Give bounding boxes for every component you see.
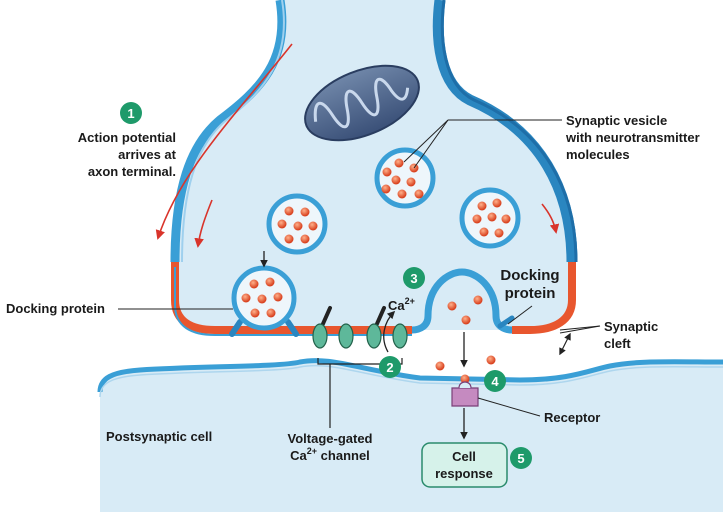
svg-text:axon terminal.: axon terminal. xyxy=(88,164,176,179)
label-calcium: Ca2+ xyxy=(388,296,415,313)
cell-response-box xyxy=(421,442,508,488)
svg-text:1: 1 xyxy=(127,106,134,121)
axon-terminal xyxy=(170,0,578,336)
label-synaptic-vesicle: Synaptic vesicle with neurotransmitter m… xyxy=(565,113,700,162)
receptor-leader xyxy=(477,397,541,417)
svg-text:Docking: Docking xyxy=(500,267,559,284)
vesicle-top xyxy=(374,147,436,209)
svg-text:4: 4 xyxy=(491,374,499,389)
svg-text:cleft: cleft xyxy=(604,336,631,351)
svg-text:Action potential: Action potential xyxy=(78,130,176,145)
svg-text:5: 5 xyxy=(517,451,524,466)
postsynaptic-cell xyxy=(97,358,723,512)
docking-protein-right xyxy=(497,315,515,329)
label-docking-protein-left: Docking protein xyxy=(6,301,105,316)
svg-text:Synaptic vesicle: Synaptic vesicle xyxy=(566,113,667,128)
vesicle-right xyxy=(459,187,521,249)
mitochondrion xyxy=(304,64,420,142)
svg-text:response: response xyxy=(435,466,493,481)
step-badge-3: 3 xyxy=(403,267,425,289)
step-badge-2: 2 xyxy=(379,356,401,378)
label-docking-protein-right: Docking protein xyxy=(500,267,559,302)
svg-text:Ca2+ channel: Ca2+ channel xyxy=(290,446,370,463)
fusing-vesicle xyxy=(411,268,513,334)
label-postsynaptic-cell: Postsynaptic cell xyxy=(106,429,212,444)
receptor xyxy=(451,381,479,407)
svg-text:arrives at: arrives at xyxy=(118,147,176,162)
label-synaptic-cleft: Synaptic cleft xyxy=(604,319,658,351)
label-receptor: Receptor xyxy=(544,410,600,425)
step-badge-4: 4 xyxy=(484,370,506,392)
vesicle-left xyxy=(266,193,328,255)
released-neurotransmitters xyxy=(435,355,496,384)
action-potential-arrow-right xyxy=(541,203,560,234)
label-voltage-gated-channel: Voltage-gated Ca2+ channel xyxy=(288,431,373,463)
label-action-potential: Action potential arrives at axon termina… xyxy=(78,130,177,179)
svg-text:3: 3 xyxy=(410,271,417,286)
docking-protein-leader-right xyxy=(507,305,533,325)
calcium-entry-arrow xyxy=(383,310,396,353)
svg-text:molecules: molecules xyxy=(566,147,630,162)
cleft-width-arrow xyxy=(559,332,571,356)
docked-vesicle xyxy=(229,265,299,337)
step-badge-5: 5 xyxy=(510,447,532,469)
svg-text:Voltage-gated: Voltage-gated xyxy=(288,431,373,446)
svg-text:with neurotransmitter: with neurotransmitter xyxy=(565,130,700,145)
calcium-channels xyxy=(312,306,408,349)
label-cell-response: Cell response xyxy=(435,449,493,481)
step-badge-1: 1 xyxy=(120,102,142,124)
svg-text:Cell: Cell xyxy=(452,449,476,464)
svg-text:protein: protein xyxy=(505,285,556,302)
svg-text:Synaptic: Synaptic xyxy=(604,319,658,334)
channel-bracket xyxy=(317,358,403,428)
svg-text:2: 2 xyxy=(386,360,393,375)
action-potential-arrow-outer xyxy=(155,43,293,240)
action-potential-arrow-left xyxy=(194,199,213,248)
